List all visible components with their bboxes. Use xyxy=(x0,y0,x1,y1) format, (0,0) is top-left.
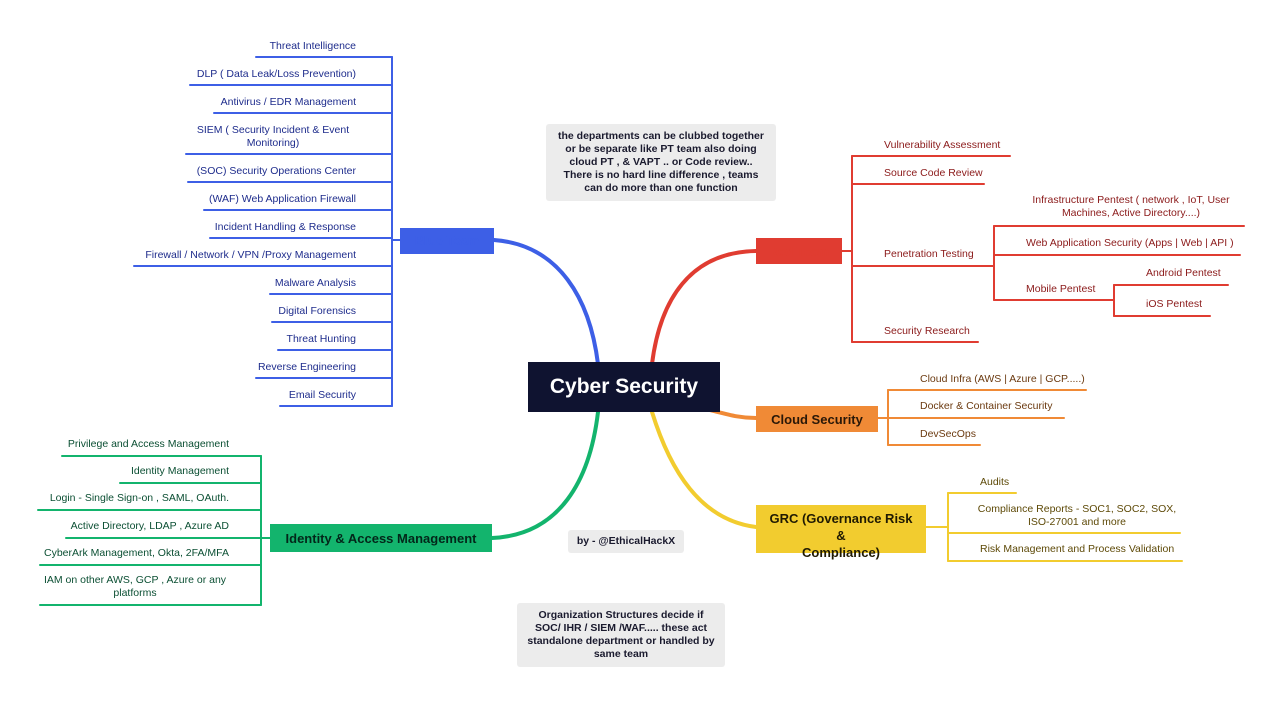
connector-iam xyxy=(490,410,600,540)
list-item: Web Application Security (Apps | Web | A… xyxy=(1026,237,1234,249)
list-item: Compliance Reports - SOC1, SOC2, SOX, IS… xyxy=(977,503,1177,528)
band-cloud-security xyxy=(756,406,878,432)
branch-cloud-security: Cloud Security xyxy=(771,412,863,427)
list-item: Email Security xyxy=(288,389,356,401)
list-item: Threat Intelligence xyxy=(269,40,356,52)
root-node: Cyber Security xyxy=(528,362,720,412)
list-item: Threat Hunting xyxy=(286,333,356,345)
list-item: Login - Single Sign-on , SAML, OAuth. xyxy=(49,492,229,504)
list-item: Antivirus / EDR Management xyxy=(220,96,356,108)
list-item: Android Pentest xyxy=(1146,267,1221,279)
branch-grc: GRC (Governance Risk & Compliance) xyxy=(769,511,913,560)
branch-red-team: Red Team xyxy=(768,244,830,259)
list-item: Incident Handling & Response xyxy=(214,221,356,233)
list-item: Infrastructure Pentest ( network , IoT, … xyxy=(1032,194,1230,219)
list-item: SIEM ( Security Incident & Event Monitor… xyxy=(196,124,350,149)
list-item: (SOC) Security Operations Center xyxy=(196,165,356,177)
list-item: Risk Management and Process Validation xyxy=(980,543,1175,555)
list-item: IAM on other AWS, GCP , Azure or any pla… xyxy=(43,574,227,599)
list-item: Digital Forensics xyxy=(278,305,356,317)
list-item: (WAF) Web Application Firewall xyxy=(208,193,356,205)
band-grc xyxy=(756,505,926,553)
list-item: iOS Pentest xyxy=(1146,298,1203,310)
list-item: DevSecOps xyxy=(920,428,977,440)
list-item: Docker & Container Security xyxy=(920,400,1053,412)
band-iam xyxy=(270,524,492,552)
connector-blue-team xyxy=(492,238,600,366)
list-item: Mobile Pentest xyxy=(1026,283,1096,295)
connector-red-team xyxy=(650,249,758,366)
list-item: Malware Analysis xyxy=(274,277,356,289)
list-item: Vulnerability Assessment xyxy=(884,139,1001,151)
list-item: Identity Management xyxy=(130,465,229,477)
list-item: Security Research xyxy=(884,325,970,337)
connector-grc xyxy=(650,410,758,529)
band-blue-team xyxy=(400,228,494,254)
list-item: Privilege and Access Management xyxy=(67,438,229,450)
list-item: Cloud Infra (AWS | Azure | GCP.....) xyxy=(920,373,1085,385)
list-item: Penetration Testing xyxy=(884,248,974,260)
author-credit: by - @EthicalHackX xyxy=(568,530,684,553)
branch-identity-access-management: Identity & Access Management xyxy=(285,531,477,546)
list-item: CyberArk Management, Okta, 2FA/MFA xyxy=(44,547,229,559)
list-item: Reverse Engineering xyxy=(257,361,356,373)
band-red-team xyxy=(756,238,842,264)
list-item: Audits xyxy=(980,476,1010,488)
list-item: Source Code Review xyxy=(884,167,983,179)
list-item: DLP ( Data Leak/Loss Prevention) xyxy=(196,68,356,80)
list-item: Active Directory, LDAP , Azure AD xyxy=(70,520,229,532)
list-item: Firewall / Network / VPN /Proxy Manageme… xyxy=(145,249,356,261)
branch-blue-team: Blue Team xyxy=(414,233,480,248)
note-departments: the departments can be clubbed together … xyxy=(546,124,776,201)
note-organization: Organization Structures decide if SOC/ I… xyxy=(517,603,725,667)
